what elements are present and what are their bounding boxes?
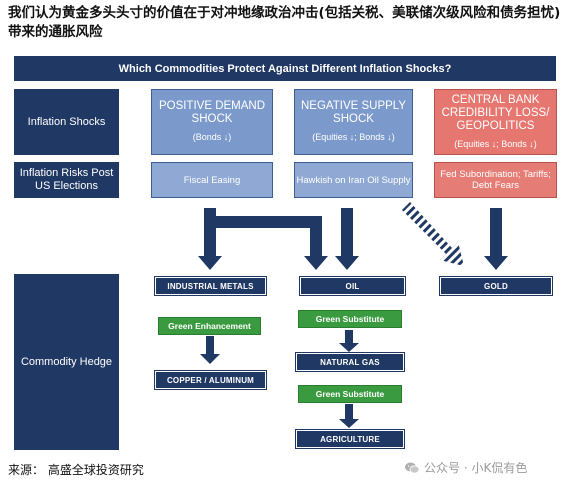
shock-central-bank-credibility: CENTRAL BANK CREDIBILITY LOSS/ GEOPOLITI… (434, 89, 557, 155)
wechat-icon (405, 462, 420, 473)
shock-subtitle: (Equities ↓; Bonds ↓) (454, 138, 537, 149)
risk-fiscal-easing: Fiscal Easing (151, 162, 273, 198)
arrow-to-agriculture (339, 404, 359, 428)
hedge-copper-aluminum: COPPER / ALUMINUM (154, 370, 267, 390)
row-label-inflation-risks: Inflation Risks Post US Elections (14, 162, 119, 198)
arrow-demand-to-oil (216, 216, 328, 270)
row-label-commodity-hedge: Commodity Hedge (14, 274, 119, 450)
source-note: 来源： 高盛全球投资研究 (8, 463, 144, 477)
risk-fed-subordination: Fed Subordination; Tariffs; Debt Fears (434, 162, 557, 198)
shock-title: CENTRAL BANK CREDIBILITY LOSS/ GEOPOLITI… (441, 93, 550, 132)
hedge-oil: OIL (299, 276, 406, 296)
shock-subtitle: (Bonds ↓) (192, 132, 232, 142)
watermark: 公众号 · 小K侃有色 (404, 459, 527, 476)
arrow-supply-to-gold-hatched (402, 202, 464, 266)
row-label-inflation-shocks: Inflation Shocks (14, 89, 119, 155)
diagram-banner: Which Commodities Protect Against Differ… (14, 56, 556, 81)
shock-negative-supply: NEGATIVE SUPPLY SHOCK (Equities ↓; Bonds… (294, 89, 413, 155)
risk-iran-oil-supply: Hawkish on Iran Oil Supply (294, 162, 413, 198)
hedge-green-enhancement: Green Enhancement (158, 317, 261, 335)
hedge-green-substitute-1: Green Substitute (298, 310, 402, 328)
arrow-supply-to-oil (335, 208, 359, 270)
hedge-natural-gas: NATURAL GAS (295, 352, 405, 372)
shock-title: POSITIVE DEMAND SHOCK (158, 100, 266, 125)
hedge-gold: GOLD (439, 276, 553, 296)
shock-subtitle: (Equities ↓; Bonds ↓) (312, 132, 395, 142)
shock-title: NEGATIVE SUPPLY SHOCK (300, 100, 407, 125)
chart-heading: 我们认为黄金多头头寸的价值在于对冲地缘政治冲击(包括关税、美联储次级风险和债务担… (8, 5, 561, 40)
arrow-to-natural-gas (339, 330, 359, 352)
arrow-to-gold (484, 208, 508, 270)
hedge-industrial-metals: INDUSTRIAL METALS (154, 276, 267, 296)
shock-positive-demand: POSITIVE DEMAND SHOCK (Bonds ↓) (151, 89, 273, 155)
watermark-text: 公众号 · 小K侃有色 (424, 461, 528, 475)
arrow-to-copper (200, 336, 220, 364)
hedge-green-substitute-2: Green Substitute (298, 385, 402, 403)
hedge-agriculture: AGRICULTURE (295, 429, 405, 449)
